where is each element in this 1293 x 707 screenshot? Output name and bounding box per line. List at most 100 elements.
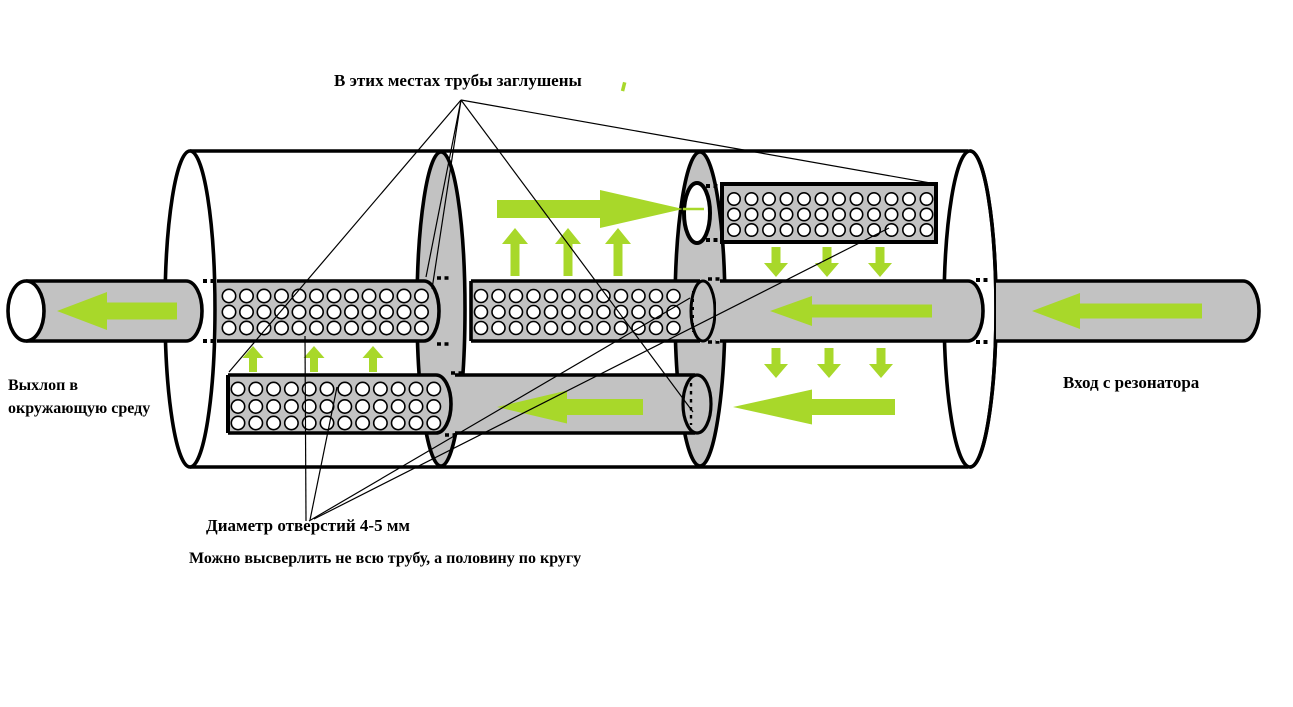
hole-grid: [726, 192, 934, 238]
perforation-hole: [301, 381, 317, 397]
perforation-hole: [361, 320, 377, 336]
perforation-hole: [273, 288, 289, 304]
perforation-hole: [666, 320, 681, 336]
leader-holes-3: [313, 227, 890, 520]
perforation-hole: [372, 398, 388, 414]
label-exhaust-out: Выхлоп в окружающую среду: [8, 374, 178, 420]
perforation-hole: [726, 192, 741, 207]
plugged-end: [967, 279, 985, 343]
flow-arrow-up-small: [242, 346, 264, 372]
stray-green-mark: [620, 81, 627, 92]
perforation-hole: [779, 207, 794, 222]
flow-arrow-down: [869, 348, 893, 378]
perforation-hole: [596, 288, 611, 304]
perforation-hole: [744, 192, 759, 207]
flow-arrow-left-bottom-right: [733, 389, 895, 425]
perforation-hole: [308, 288, 324, 304]
perforation-hole: [613, 304, 629, 320]
leader-plugged-5: [460, 99, 937, 185]
perforated-tube-left: [217, 276, 450, 346]
perforation-hole: [291, 304, 307, 320]
perforation-hole: [648, 320, 664, 336]
perforation-hole: [273, 320, 289, 336]
perforation-hole: [308, 320, 324, 336]
perforation-hole: [779, 192, 794, 207]
perforation-hole: [221, 288, 237, 304]
perforation-hole: [526, 304, 541, 320]
perforation-hole: [543, 288, 559, 304]
leader-plugged-3: [228, 99, 462, 373]
perforation-hole: [343, 320, 359, 336]
perforation-hole: [919, 192, 934, 207]
flow-arrows: [57, 81, 1202, 425]
perforation-hole: [343, 304, 359, 320]
perforation-hole: [426, 415, 442, 431]
label-hole-diameter: Диаметр отверстий 4-5 мм: [206, 516, 410, 535]
flow-arrow-up: [502, 228, 528, 276]
perforation-hole: [301, 398, 317, 414]
perforation-hole: [413, 288, 429, 304]
perforation-hole: [508, 288, 524, 304]
perforation-hole: [561, 288, 576, 304]
hole-grid: [221, 288, 429, 336]
perforation-hole: [355, 398, 371, 414]
label-exhaust-out-line1: Выхлоп в: [8, 377, 78, 394]
perforation-hole: [266, 415, 282, 431]
baffle-2-top-hole: [682, 181, 720, 245]
perforation-hole: [396, 320, 412, 336]
perforation-hole: [390, 415, 406, 431]
perforation-hole: [831, 207, 846, 222]
perforation-hole: [543, 320, 559, 336]
perforation-hole: [319, 415, 335, 431]
leader-holes-2: [309, 386, 338, 521]
perforation-hole: [814, 223, 829, 238]
perforation-hole: [901, 207, 916, 222]
perforation-hole: [248, 398, 264, 414]
perforation-hole: [831, 192, 846, 207]
perforation-hole: [631, 304, 646, 320]
perforation-hole: [361, 304, 377, 320]
perforation-hole: [919, 207, 934, 222]
perforation-hole: [230, 381, 246, 397]
perforation-hole: [413, 304, 429, 320]
perforation-hole: [473, 288, 489, 304]
flow-arrow-up-small: [362, 346, 384, 372]
perforation-hole: [337, 415, 353, 431]
perforation-hole: [239, 288, 255, 304]
perforation-hole: [578, 288, 594, 304]
plugged-end: [689, 279, 717, 343]
flow-arrow-up-small: [303, 346, 325, 372]
perforation-hole: [508, 320, 524, 336]
perforation-hole: [256, 288, 272, 304]
flow-arrow-down: [815, 247, 839, 277]
leader-holes-1: [304, 335, 307, 522]
leader-plugged-2: [431, 99, 462, 290]
perforation-hole: [426, 398, 442, 414]
perforation-hole: [308, 304, 324, 320]
perforation-hole: [390, 381, 406, 397]
perforation-hole: [761, 192, 776, 207]
flow-arrow-right-top: [497, 190, 683, 228]
perforation-hole: [726, 223, 741, 238]
perforation-hole: [491, 304, 506, 320]
flow-arrow-down: [764, 247, 788, 277]
flow-arrow-down: [764, 348, 788, 378]
perforation-hole: [396, 304, 412, 320]
perforation-hole: [326, 288, 342, 304]
perforation-hole: [230, 415, 246, 431]
perforation-hole: [578, 304, 594, 320]
perforation-hole: [761, 223, 776, 238]
leader-plugged-4: [460, 99, 694, 413]
perforation-hole: [849, 207, 864, 222]
perforated-tube-middle: [469, 277, 722, 344]
perforation-hole: [266, 381, 282, 397]
perforation-hole: [526, 288, 541, 304]
perforation-hole: [256, 304, 272, 320]
perforation-hole: [796, 207, 811, 222]
perforation-hole: [866, 192, 881, 207]
leader-holes-4: [308, 297, 691, 522]
perforation-hole: [901, 192, 916, 207]
perforation-hole: [372, 381, 388, 397]
perforation-hole: [578, 320, 594, 336]
